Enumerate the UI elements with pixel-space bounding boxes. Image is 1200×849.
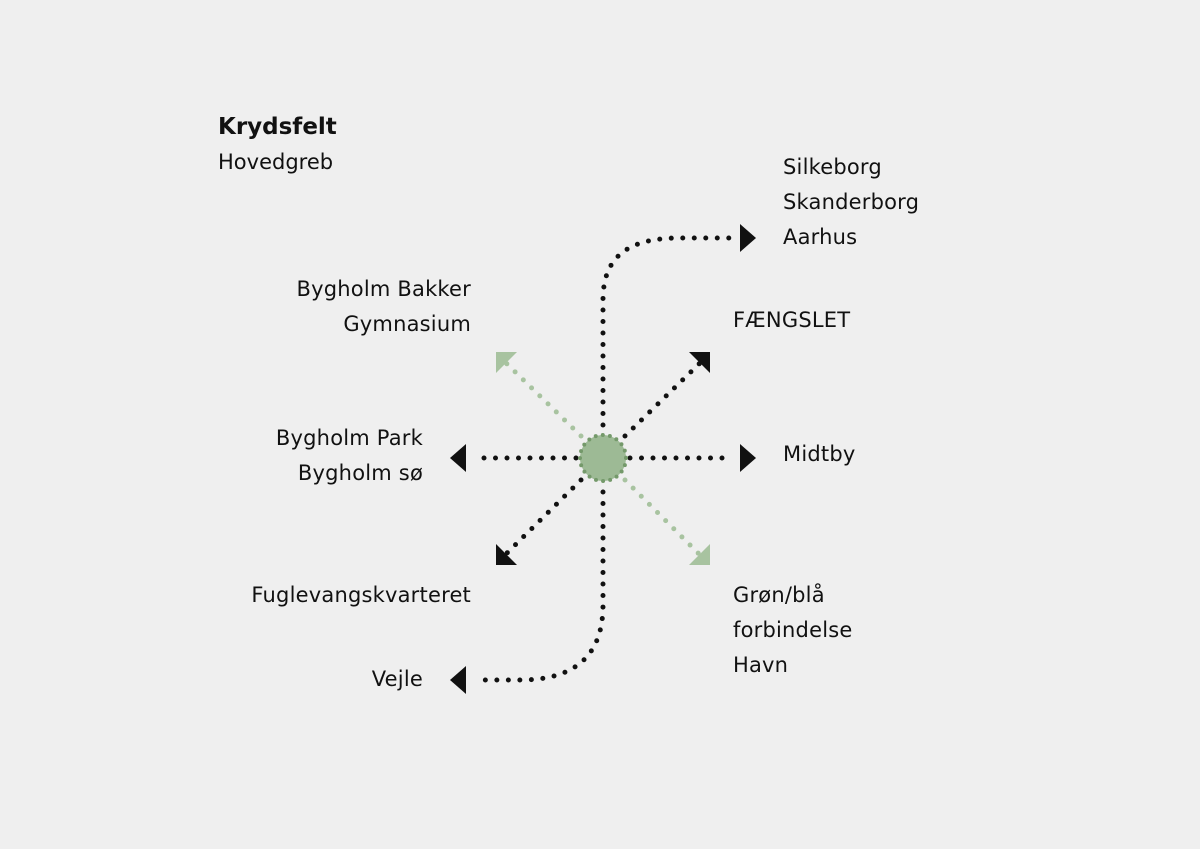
arrow-east-icon [740,444,756,472]
label-line: Midtby [783,442,856,466]
label-line: forbindelse [733,618,853,642]
label-southeast: Grøn/blå forbindelse Havn [733,578,853,683]
arrow-northwest-green-icon [496,352,517,373]
connector-southeast-green [622,477,703,558]
label-line: Bygholm Park [275,426,423,450]
label-line: Vejle [371,667,423,691]
arrow-southeast-green-icon [689,544,710,565]
connector-north-curve [600,235,735,428]
label-line: Aarhus [783,225,858,249]
label-southwest-far: Vejle [372,662,423,697]
label-line: Gymnasium [343,312,471,336]
label-line: Grøn/blå [733,583,825,607]
diagram-subtitle: Hovedgreb [218,150,334,174]
label-southwest: Fuglevangskvarteret [251,578,471,613]
label-line: FÆNGSLET [733,308,851,332]
label-line: Havn [733,653,789,677]
label-line: Bygholm Bakker [296,277,471,301]
label-northeast-far: Silkeborg Skanderborg Aarhus [783,150,919,255]
label-line: Silkeborg [783,155,882,179]
arrow-southwest-far-icon [450,666,466,694]
label-line: Fuglevangskvarteret [251,583,471,607]
connector-southwest [502,477,584,558]
label-northwest: Bygholm Bakker Gymnasium [297,272,472,342]
center-node [578,433,628,483]
diagram-title: Krydsfelt [218,114,337,140]
connector-northwest-green [502,359,584,439]
connector-northeast [622,360,703,439]
arrow-northeast-far-icon [740,224,756,252]
label-west: Bygholm Park Bygholm sø [276,421,423,491]
label-line: Skanderborg [783,190,920,214]
arrow-northeast-icon [689,352,710,373]
arrow-west-icon [450,444,466,472]
label-line: Bygholm sø [297,461,423,485]
arrow-southwest-icon [496,544,517,565]
label-east: Midtby [783,437,855,472]
label-northeast: FÆNGSLET [733,303,850,338]
